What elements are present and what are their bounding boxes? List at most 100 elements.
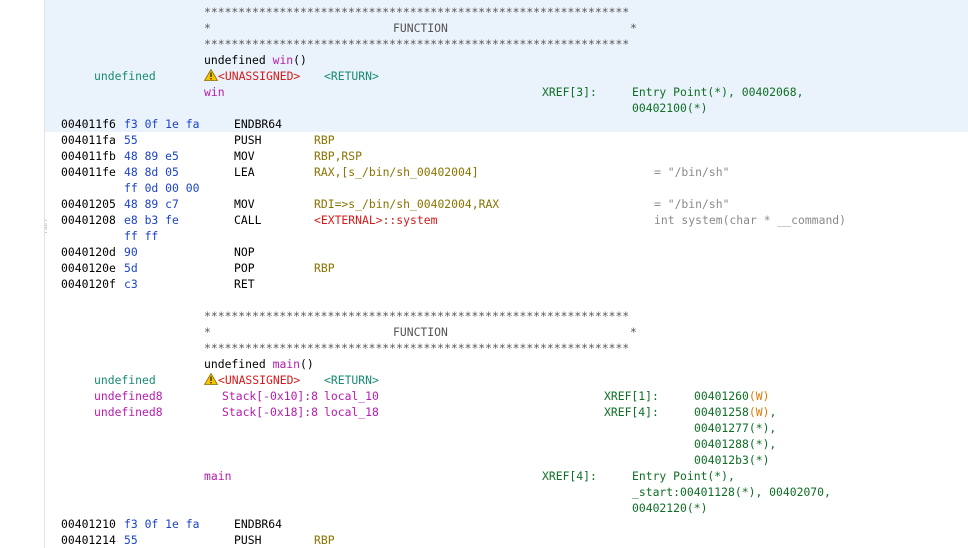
xref-address[interactable]: 00401260 xyxy=(694,389,749,403)
win-xref-tag: XREF[3]: xyxy=(542,85,597,99)
main-label[interactable]: main xyxy=(204,469,232,483)
win-xref-line1[interactable]: Entry Point(*), 00402068, xyxy=(632,85,804,99)
instr-mnemonic[interactable]: POP xyxy=(234,261,255,275)
instr-mnemonic[interactable]: MOV xyxy=(234,197,255,211)
xref-address[interactable]: 00401258 xyxy=(694,405,749,419)
instr-mnemonic[interactable]: ENDBR64 xyxy=(234,517,283,531)
main-sig-type: undefined xyxy=(204,357,266,371)
instr-bytes: c3 xyxy=(124,277,138,291)
instr-operand[interactable]: RDI=>s_/bin/sh_00402004,RAX xyxy=(314,197,500,211)
local-var-name[interactable]: local_18 xyxy=(324,405,379,419)
instr-mnemonic[interactable]: NOP xyxy=(234,245,255,259)
instr-operand[interactable]: RBP,RSP xyxy=(314,149,363,163)
main-xref-line2[interactable]: _start:00401128(*), 00402070, xyxy=(632,485,831,499)
local-var-xref[interactable]: 00401258(W), xyxy=(694,404,776,420)
instr-mnemonic[interactable]: PUSH xyxy=(234,133,262,147)
instr-mnemonic[interactable]: MOV xyxy=(234,149,255,163)
instr-operand[interactable]: RAX,[s_/bin/sh_00402004] xyxy=(314,165,479,179)
main-header-function-label: FUNCTION xyxy=(393,325,448,339)
win-header-function-label: FUNCTION xyxy=(393,21,448,35)
listing-gutter xyxy=(0,0,45,548)
instr-address[interactable]: 004011fe xyxy=(61,165,116,179)
main-return-type[interactable]: undefined xyxy=(94,373,156,387)
win-header-star-left: * xyxy=(204,21,211,35)
local-var-xref-more[interactable]: 004012b3(*) xyxy=(694,453,770,467)
xref-kind: (W) xyxy=(748,389,770,403)
instr-address[interactable]: 0040120e xyxy=(61,261,116,275)
win-sig-parens: () xyxy=(293,53,307,67)
instr-bytes: 48 89 c7 xyxy=(124,197,179,211)
win-xref-line2[interactable]: 00402100(*) xyxy=(632,101,708,115)
local-var-type[interactable]: undefined8 xyxy=(94,389,163,403)
instr-mnemonic[interactable]: PUSH xyxy=(234,533,262,547)
main-return-tag: <RETURN> xyxy=(324,373,379,387)
win-sig-name[interactable]: win xyxy=(272,53,294,67)
win-sig-type: undefined xyxy=(204,53,266,67)
instr-address[interactable]: 0040120f xyxy=(61,277,116,291)
instr-eol-comment: int system(char * __command) xyxy=(654,213,847,227)
main-xref-tag: XREF[4]: xyxy=(542,469,597,483)
win-unassigned: <UNASSIGNED> xyxy=(218,69,301,83)
instr-address[interactable]: 004011fb xyxy=(61,149,116,163)
xref-suffix: , xyxy=(769,405,777,419)
main-header-star-left: * xyxy=(204,325,211,339)
instr-address[interactable]: 004011f6 xyxy=(61,117,116,131)
warning-icon xyxy=(204,69,218,81)
instr-bytes: 55 xyxy=(124,133,138,147)
win-return-tag: <RETURN> xyxy=(324,69,379,83)
main-xref-line1[interactable]: Entry Point(*), xyxy=(632,469,735,483)
local-var-storage: Stack[-0x10]:8 xyxy=(222,389,319,403)
external-namespace[interactable]: <EXTERNAL> xyxy=(314,213,383,227)
local-var-xref-tag: XREF[1]: xyxy=(604,389,659,403)
instr-eol-comment: = "/bin/sh" xyxy=(654,165,730,179)
win-signature[interactable]: undefined win() xyxy=(204,52,307,68)
instr-address[interactable]: 004011fa xyxy=(61,133,116,147)
instr-bytes-continued: ff 0d 00 00 xyxy=(124,181,200,195)
local-var-name[interactable]: local_10 xyxy=(324,389,379,403)
external-function[interactable]: ::system xyxy=(382,213,438,227)
main-header-star-right: * xyxy=(630,325,637,339)
instr-call-target[interactable]: <EXTERNAL>::system xyxy=(314,212,437,228)
win-return-type[interactable]: undefined xyxy=(94,69,156,83)
instr-bytes: 5d xyxy=(124,261,138,275)
instr-address[interactable]: 00401205 xyxy=(61,197,116,211)
local-var-xref-tag: XREF[4]: xyxy=(604,405,659,419)
instr-address[interactable]: 00401210 xyxy=(61,517,116,531)
code-listing[interactable]: ****************************************… xyxy=(45,0,968,548)
win-function-highlight xyxy=(45,0,968,132)
local-var-xref-more[interactable]: 00401277(*), xyxy=(694,421,777,435)
main-signature[interactable]: undefined main() xyxy=(204,356,314,372)
instr-mnemonic[interactable]: LEA xyxy=(234,165,255,179)
win-label[interactable]: win xyxy=(204,85,225,99)
instr-address[interactable]: 00401208 xyxy=(61,213,116,227)
local-var-xref[interactable]: 00401260(W) xyxy=(694,388,769,404)
main-header-stars-top: ****************************************… xyxy=(204,309,630,323)
main-sig-name[interactable]: main xyxy=(272,357,301,371)
main-xref-line3[interactable]: 00402120(*) xyxy=(632,501,708,515)
main-sig-parens: () xyxy=(300,357,314,371)
xref-kind: (W) xyxy=(748,405,770,419)
warning-icon xyxy=(204,373,218,385)
instr-bytes: 55 xyxy=(124,533,138,547)
main-return-storage: <UNASSIGNED> xyxy=(204,372,300,388)
instr-operand[interactable]: RBP xyxy=(314,261,335,275)
local-var-xref-more[interactable]: 00401288(*), xyxy=(694,437,777,451)
local-var-type[interactable]: undefined8 xyxy=(94,405,163,419)
instr-address[interactable]: 00401214 xyxy=(61,533,116,547)
instr-operand[interactable]: RBP xyxy=(314,133,335,147)
win-header-star-right: * xyxy=(630,21,637,35)
main-unassigned: <UNASSIGNED> xyxy=(218,373,301,387)
instr-operand[interactable]: RBP xyxy=(314,533,335,547)
instr-bytes: e8 b3 fe xyxy=(124,213,179,227)
instr-bytes: 48 89 e5 xyxy=(124,149,179,163)
instr-bytes: f3 0f 1e fa xyxy=(124,517,200,531)
instr-mnemonic[interactable]: ENDBR64 xyxy=(234,117,283,131)
instr-mnemonic[interactable]: RET xyxy=(234,277,255,291)
win-return-storage: <UNASSIGNED> xyxy=(204,68,300,84)
instr-bytes-continued: ff ff xyxy=(124,229,159,243)
instr-address[interactable]: 0040120d xyxy=(61,245,116,259)
instr-mnemonic[interactable]: CALL xyxy=(234,213,262,227)
instr-eol-comment: = "/bin/sh" xyxy=(654,197,730,211)
instr-bytes: 90 xyxy=(124,245,138,259)
win-header-stars-top: ****************************************… xyxy=(204,5,630,19)
